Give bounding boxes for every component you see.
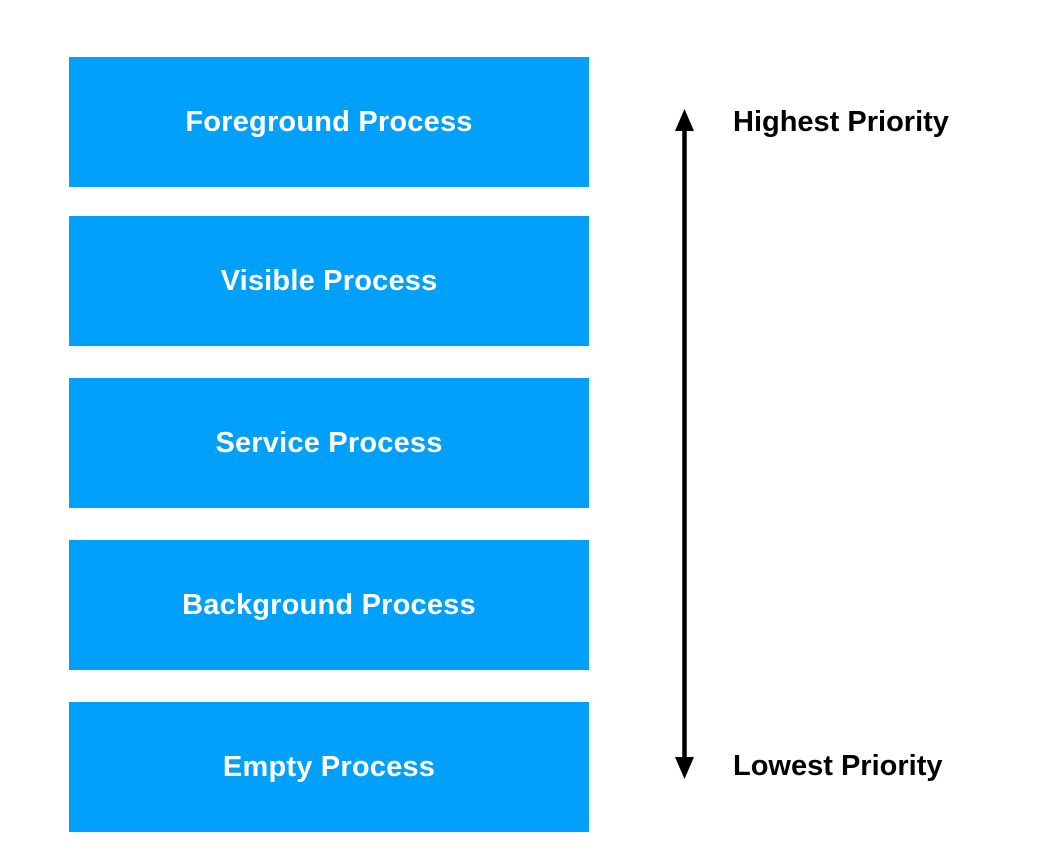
process-box-service: Service Process [69, 378, 589, 508]
process-box-label: Empty Process [222, 750, 436, 783]
process-box-foreground: Foreground Process [69, 57, 589, 187]
process-box-label: Service Process [215, 426, 443, 459]
process-box-label: Foreground Process [185, 105, 473, 138]
process-box-visible: Visible Process [69, 216, 589, 346]
arrowhead-down-icon [675, 757, 694, 779]
process-box-background: Background Process [69, 540, 589, 670]
double-headed-arrow-icon [675, 109, 694, 779]
process-box-empty: Empty Process [69, 702, 589, 832]
arrowhead-up-icon [675, 109, 694, 131]
process-box-label: Visible Process [220, 264, 438, 297]
highest-priority-label: Highest Priority [733, 106, 949, 138]
process-box-label: Background Process [182, 588, 476, 621]
lowest-priority-label: Lowest Priority [733, 750, 943, 782]
